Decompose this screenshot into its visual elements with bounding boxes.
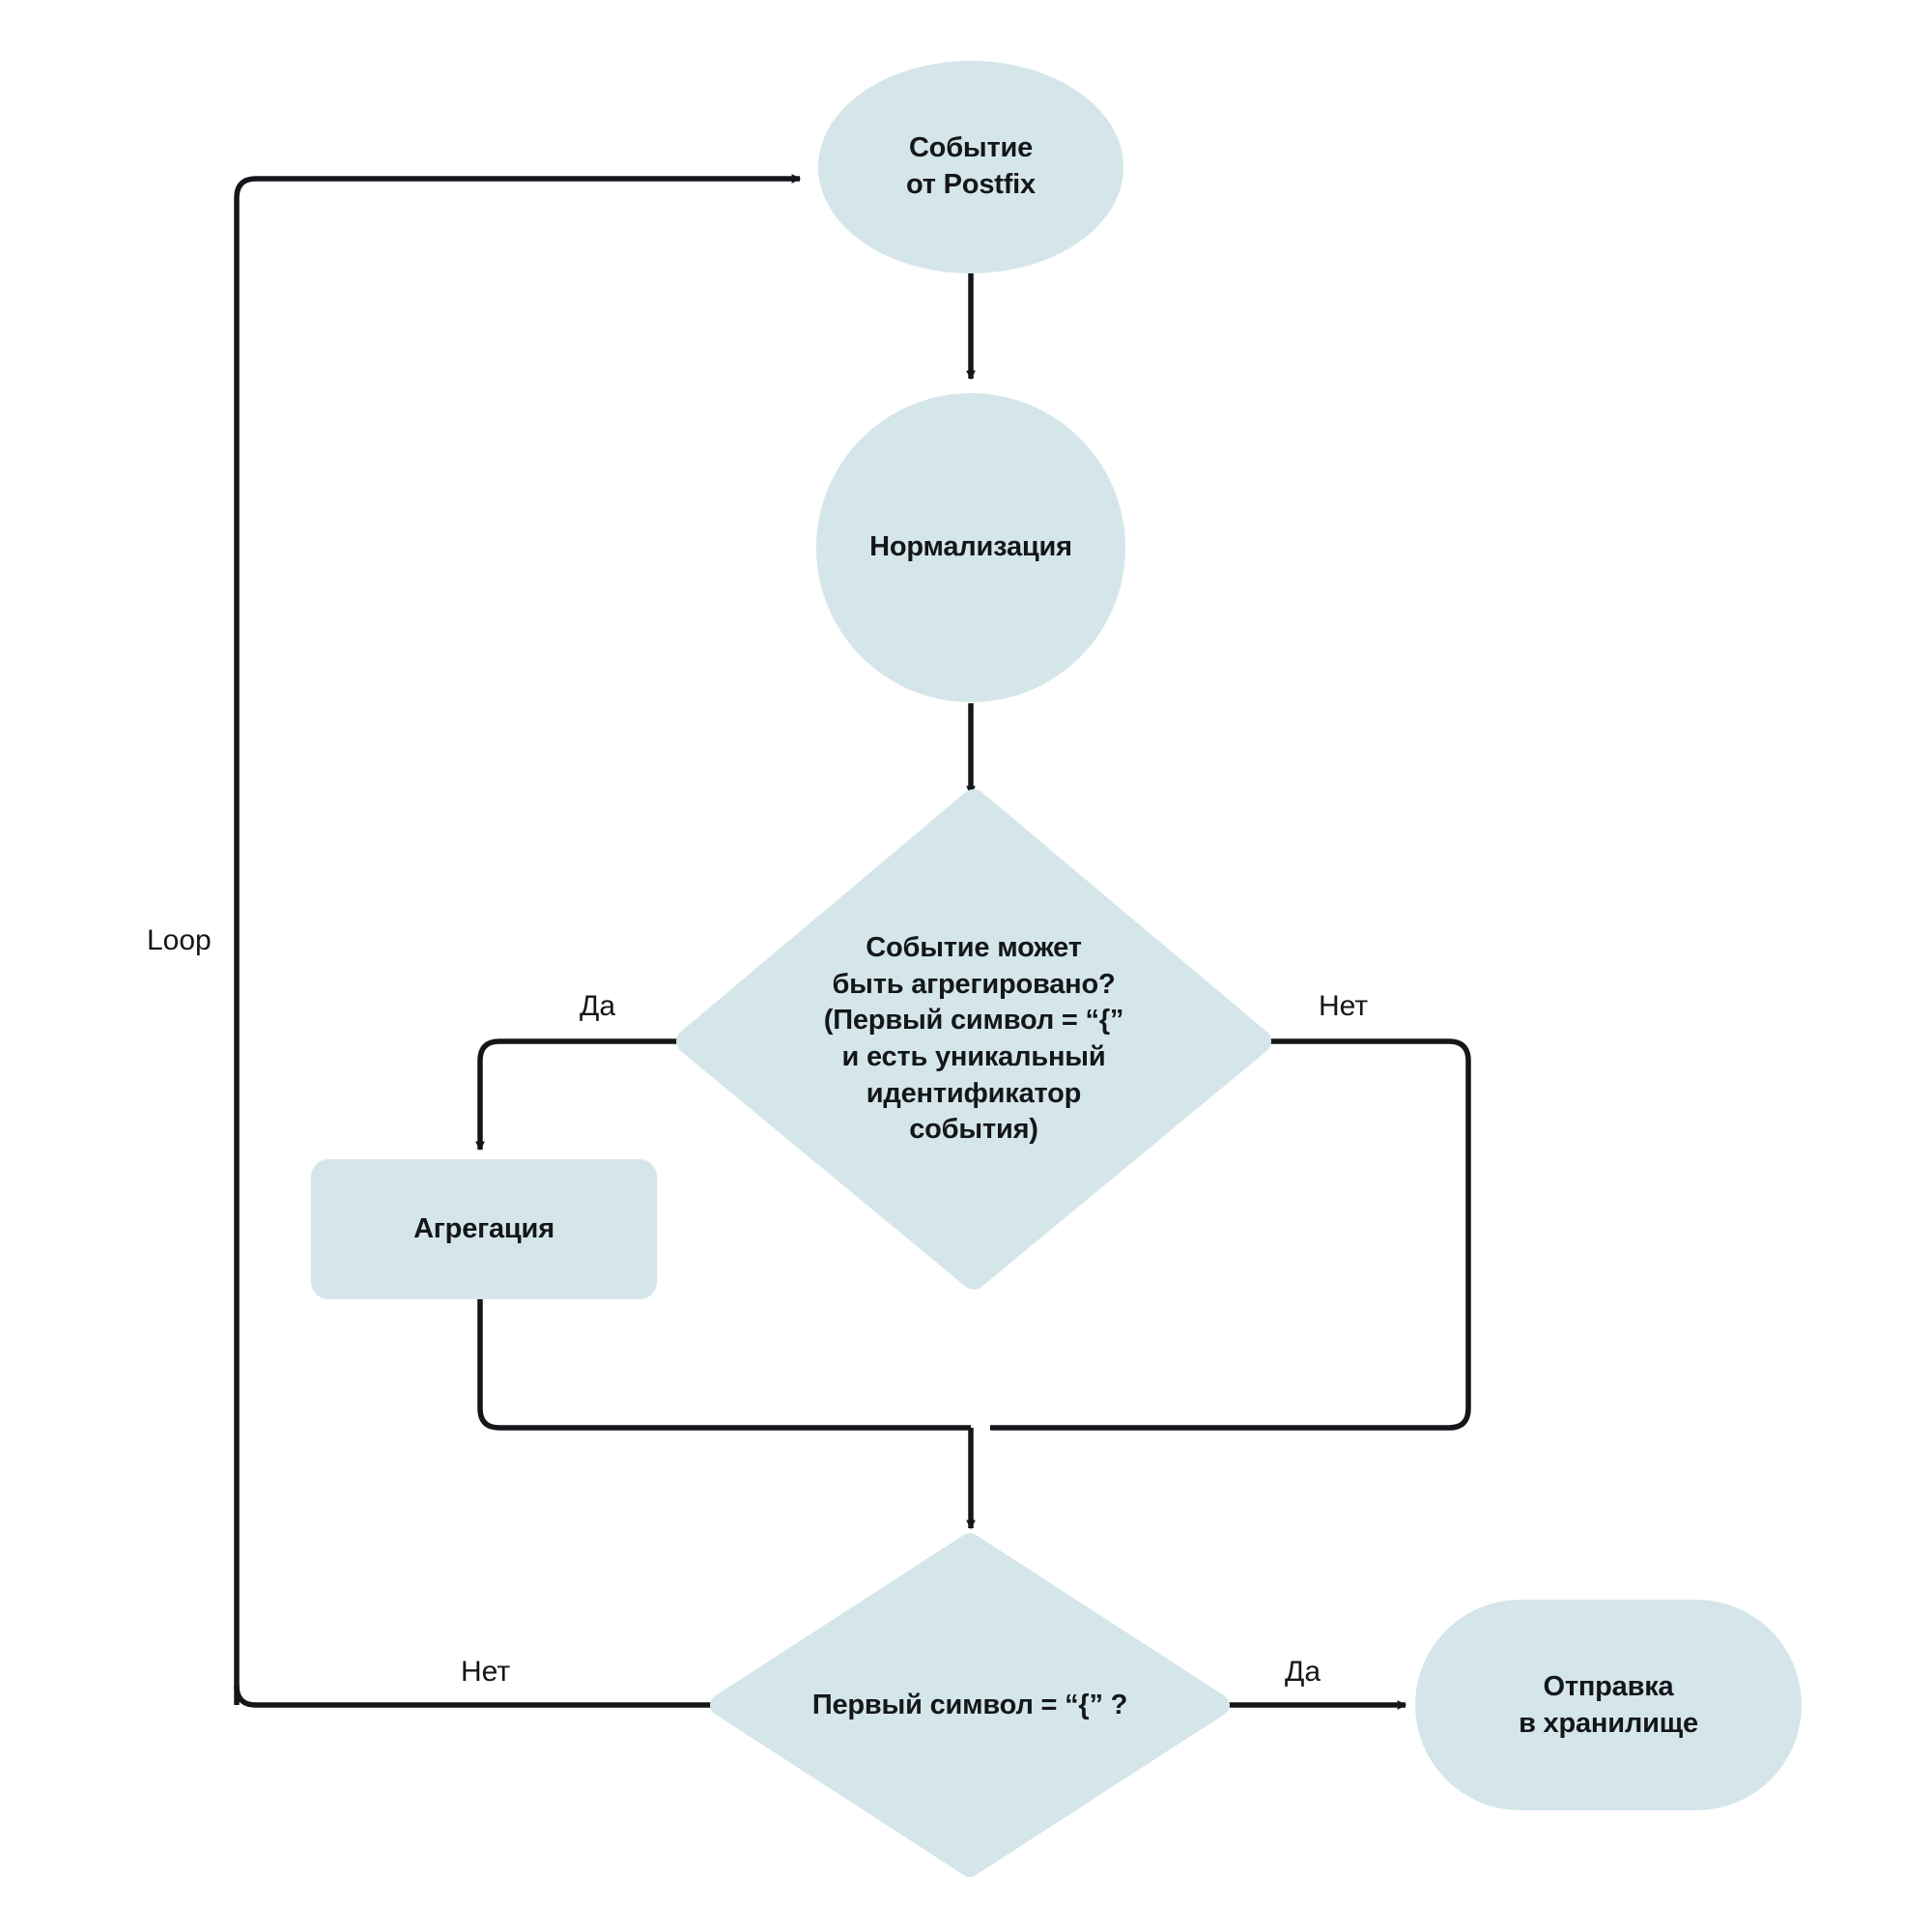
shape-normalization[interactable] xyxy=(816,393,1125,702)
edge-decision1-yes-to-aggregation xyxy=(475,1038,688,1151)
edge-label-aggregate-no: Нет xyxy=(1319,990,1369,1022)
edge-decision1-no-to-merge xyxy=(990,1038,1471,1431)
edge-label-firstchar-no: Нет xyxy=(461,1656,511,1688)
edge-aggregation-to-merge xyxy=(477,1299,971,1431)
shape-aggregation[interactable] xyxy=(311,1159,657,1299)
edge-loop-return xyxy=(234,174,802,1705)
shape-send-to-storage[interactable] xyxy=(1415,1600,1802,1810)
shape-first-char-decision[interactable] xyxy=(710,1533,1230,1877)
shape-can-aggregate-decision[interactable] xyxy=(676,789,1271,1290)
edge-label-loop: Loop xyxy=(147,924,212,956)
edge-label-firstchar-yes: Да xyxy=(1285,1656,1321,1688)
node-shape-layer xyxy=(311,61,1802,1877)
edge-decision2-no-to-loop xyxy=(234,1685,715,1708)
edge-label-aggregate-yes: Да xyxy=(580,990,616,1022)
shape-start-event[interactable] xyxy=(818,61,1123,273)
